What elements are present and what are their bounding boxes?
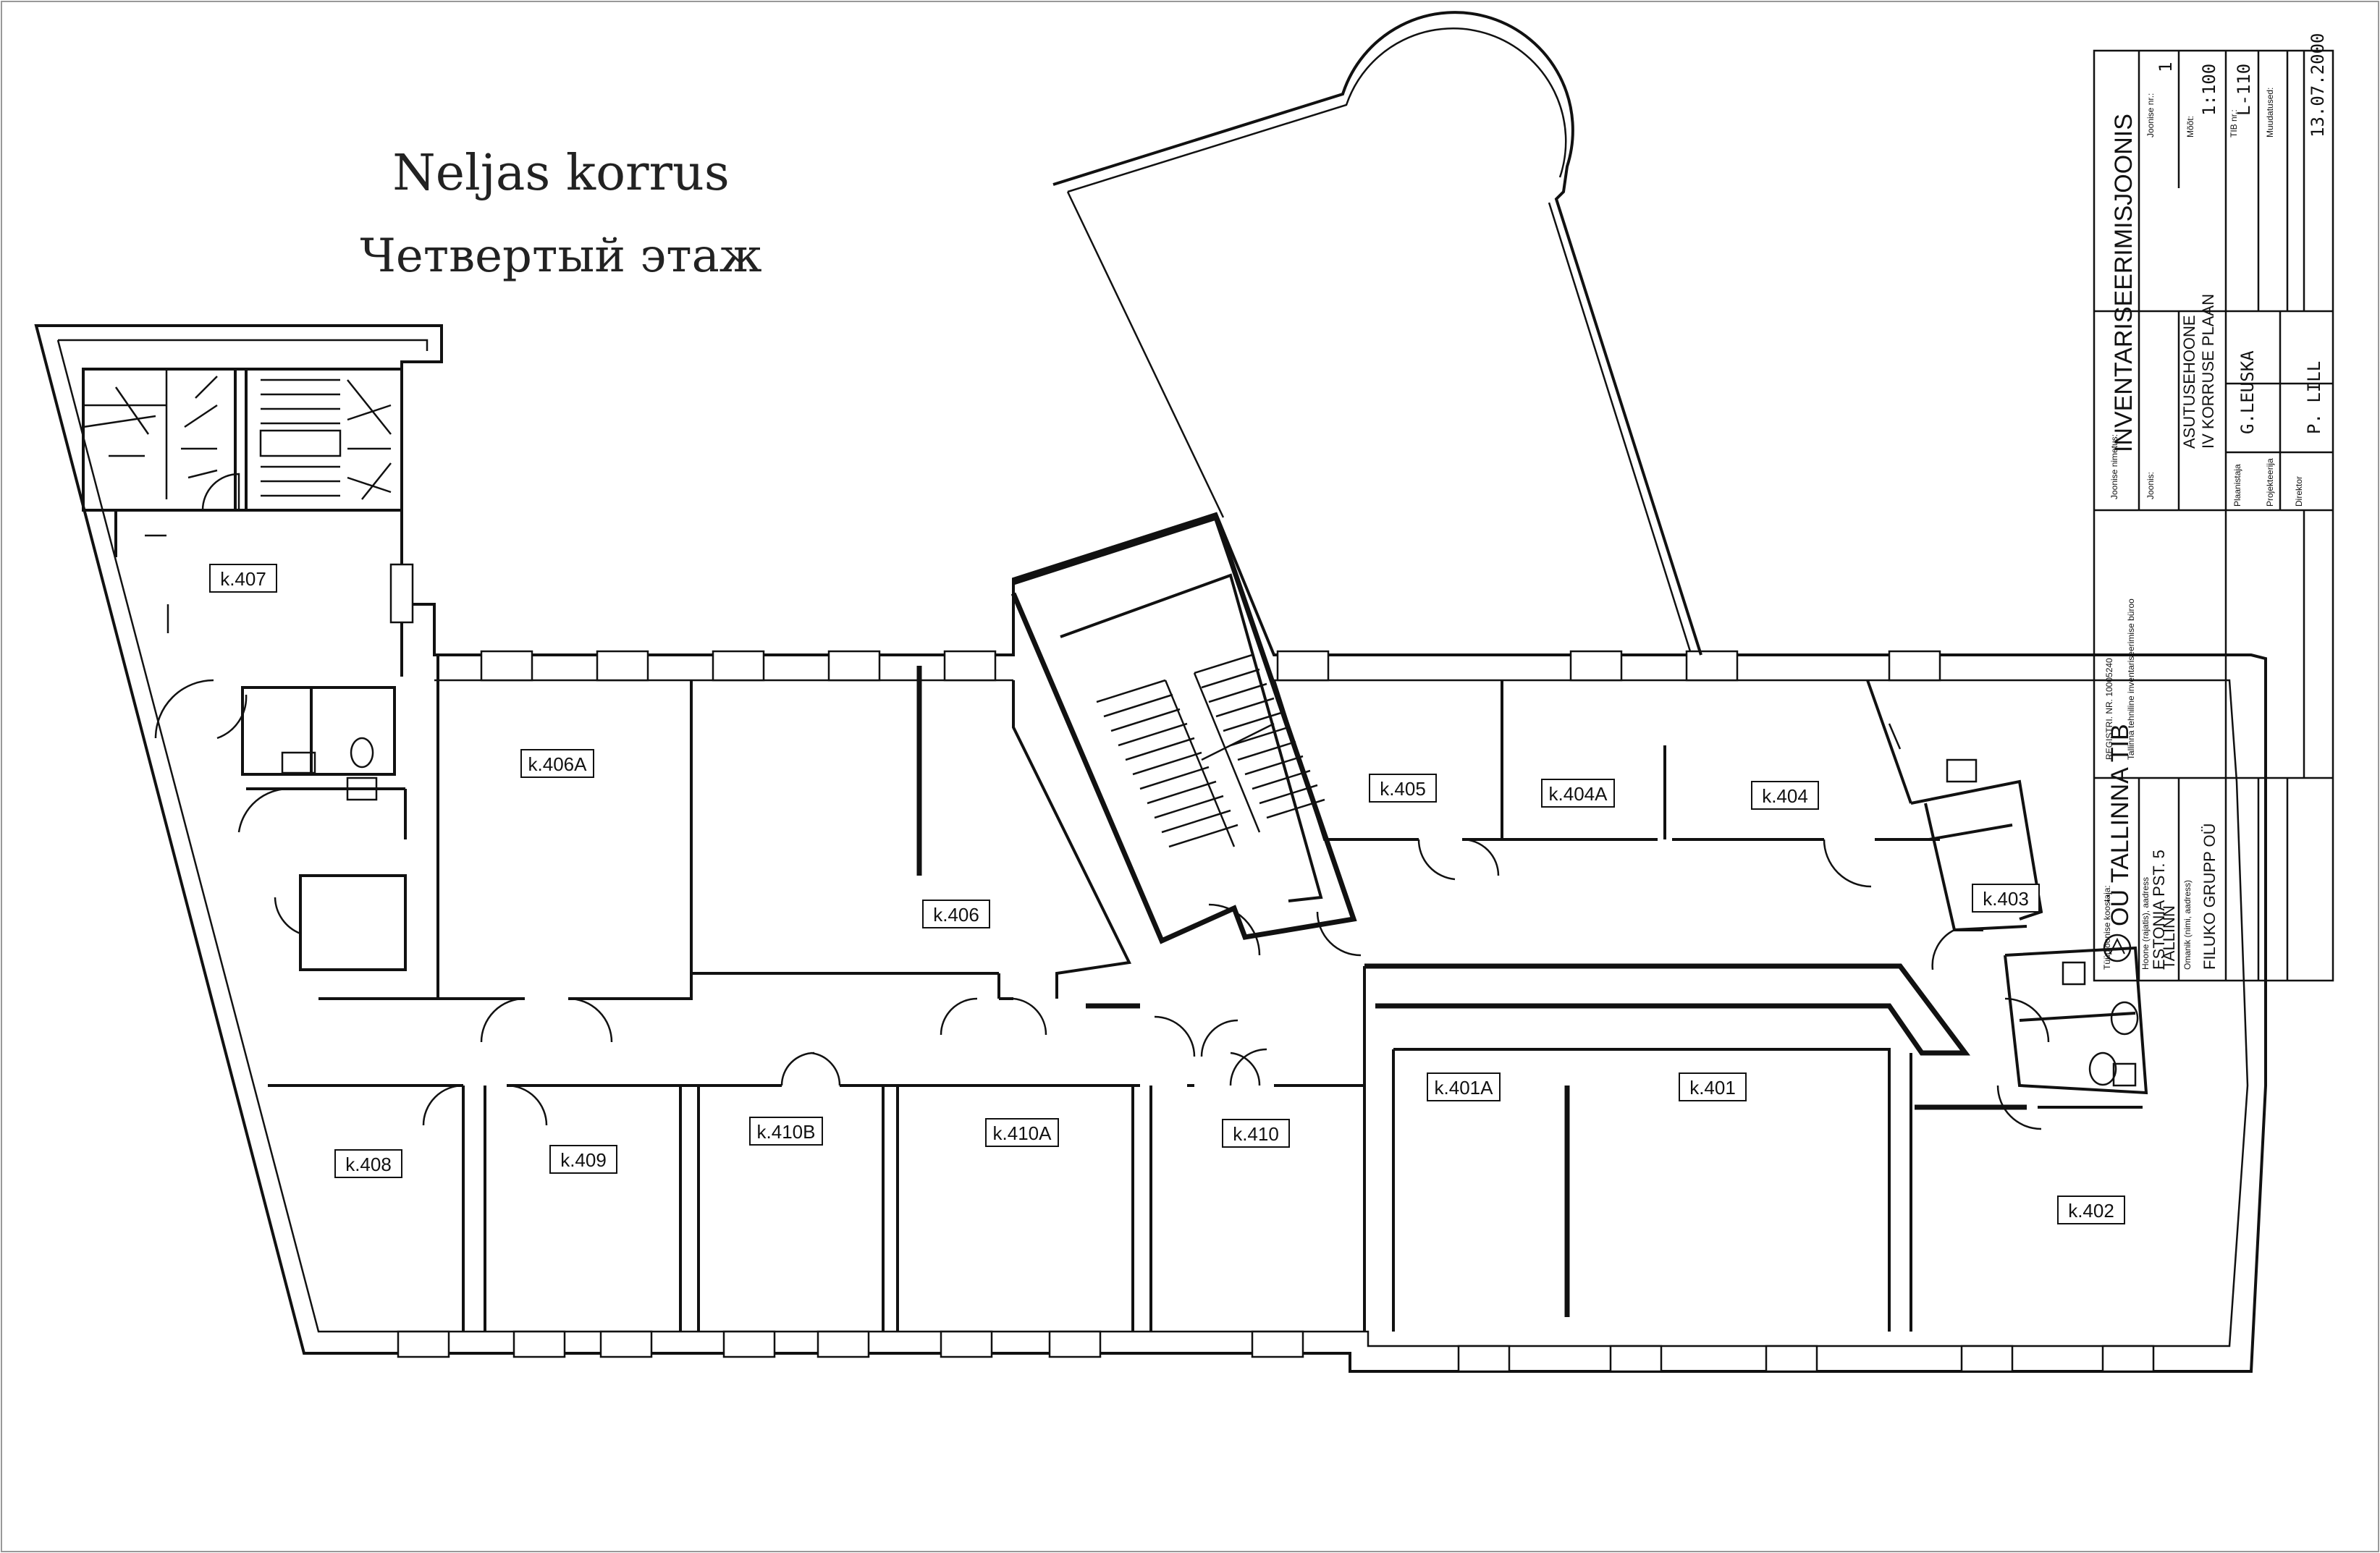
room-label-k406: k.406 [922, 900, 990, 928]
svg-text:k.406: k.406 [933, 904, 979, 926]
room-label-k404a: k.404A [1541, 779, 1615, 808]
north-windows [480, 650, 1941, 682]
room-label-k402: k.402 [2057, 1196, 2125, 1224]
room-label-k408: k.408 [334, 1149, 402, 1178]
svg-text:k.402: k.402 [2068, 1200, 2114, 1222]
room-label-k406a: k.406A [520, 749, 594, 778]
west-windows [389, 563, 414, 624]
svg-text:k.406A: k.406A [528, 753, 588, 775]
tb-company: OÜ TALLINNA TIB [2106, 724, 2134, 926]
tb-sheet: 1 [2156, 62, 2176, 72]
tb-date-caption: Muudatused: [2265, 88, 2275, 137]
tb-designer-caption: Projekteerija [2265, 458, 2275, 507]
svg-text:k.409: k.409 [560, 1149, 607, 1171]
wall-south-rooms [462, 1086, 1152, 1332]
svg-text:k.405: k.405 [1380, 778, 1426, 800]
stair-block-top [82, 368, 403, 512]
room-label-k401: k.401 [1679, 1072, 1747, 1101]
svg-text:k.407: k.407 [220, 568, 266, 590]
tb-owner: FILUKO GRUPP OÜ [2200, 823, 2219, 970]
title-russian: Четвертый этаж [360, 229, 761, 283]
outer-wall [34, 324, 2267, 1373]
svg-text:k.403: k.403 [1983, 888, 2029, 910]
title-estonian: Neljas korrus [392, 145, 729, 202]
tb-address1: ESTONIA PST. 5 [2150, 850, 2168, 970]
tb-subject2: IV KORRUSE PLAAN [2199, 294, 2217, 449]
stair-treads-center [1096, 653, 1325, 848]
room-label-k404: k.404 [1751, 781, 1819, 810]
stair-treads-left [83, 369, 218, 499]
tb-drawing-name: INVENTARISEERIMISJOONIS [2110, 114, 2138, 452]
tb-director-caption: Direktor [2294, 476, 2304, 507]
tb-date: 13.07.2000 [2308, 33, 2328, 138]
room-label-k403: k.403 [1972, 884, 2040, 913]
wall-k406a [436, 655, 693, 1000]
outer-wall-inner [56, 339, 2249, 1347]
tb-owner-caption: Omanik (nimi, aadress) [2182, 880, 2193, 970]
tb-planner-caption: Plaanistaja [2232, 464, 2242, 507]
tb-tib: L-110 [2234, 64, 2254, 116]
wall-k406 [1012, 680, 1132, 999]
wall-k404 [1502, 745, 1940, 841]
svg-text:k.410A: k.410A [993, 1122, 1052, 1144]
door-stair [201, 473, 240, 511]
tb-director: P. LILL [2304, 361, 2324, 434]
tb-planner: G.LEUSKA [2237, 350, 2258, 434]
cupboard-left [299, 874, 407, 971]
wc-east [2004, 946, 2148, 1095]
wall-k401 [1364, 963, 1970, 1056]
room-label-k410b: k.410B [749, 1117, 823, 1146]
svg-text:k.408: k.408 [345, 1154, 392, 1175]
south-windows [397, 1330, 2155, 1373]
floor-plan [34, 11, 2267, 1373]
room-label-k405: k.405 [1369, 774, 1437, 803]
company-logo [2103, 934, 2132, 962]
room-label-k407: k.407 [209, 564, 277, 593]
tb-drawing-caption: Joonise nimetus: [2109, 434, 2119, 499]
tb-scale-caption: Mõõt: [2185, 116, 2195, 137]
tb-subject-caption: Joonis: [2145, 472, 2156, 499]
room-label-k401a: k.401A [1427, 1072, 1501, 1101]
tb-tib-caption: TIB nr.: [2229, 109, 2239, 137]
title-block: Tüüpjoonise koostaja: OÜ TALLINNA TIB RE… [2093, 33, 2334, 982]
tb-company-sub: Tallinna tehniline inventariseerimise bü… [2126, 598, 2136, 760]
svg-text:k.404A: k.404A [1549, 783, 1608, 805]
svg-text:k.410: k.410 [1233, 1123, 1279, 1145]
tb-company-reg: REGISTRI. NR. 10005240 [2104, 658, 2114, 760]
room-labels: k.407 k.406A k.406 k.405 k.404A k.404 k.… [209, 564, 2125, 1224]
tb-subject1: ASUTUSEHOONE [2180, 315, 2198, 449]
room-label-k409: k.409 [549, 1145, 617, 1174]
svg-text:k.410B: k.410B [757, 1121, 816, 1143]
svg-text:k.401A: k.401A [1435, 1077, 1494, 1099]
svg-text:k.404: k.404 [1762, 785, 1808, 807]
tb-scale: 1:100 [2199, 64, 2219, 116]
room-label-k410a: k.410A [985, 1118, 1059, 1147]
tb-object-caption: Hoone (rajatis), aadress [2140, 877, 2151, 970]
wc-left [241, 686, 396, 776]
wall-k405 [1273, 680, 1503, 841]
tb-sheet-caption: Joonise nr.: [2145, 93, 2156, 137]
svg-text:k.401: k.401 [1689, 1077, 1736, 1099]
tb-address2: TALLINN [2160, 905, 2178, 970]
terrace-outline [1052, 11, 1702, 656]
stair-core [1010, 514, 1357, 944]
stair-treads-right [259, 378, 392, 500]
room-label-k410: k.410 [1222, 1119, 1290, 1148]
